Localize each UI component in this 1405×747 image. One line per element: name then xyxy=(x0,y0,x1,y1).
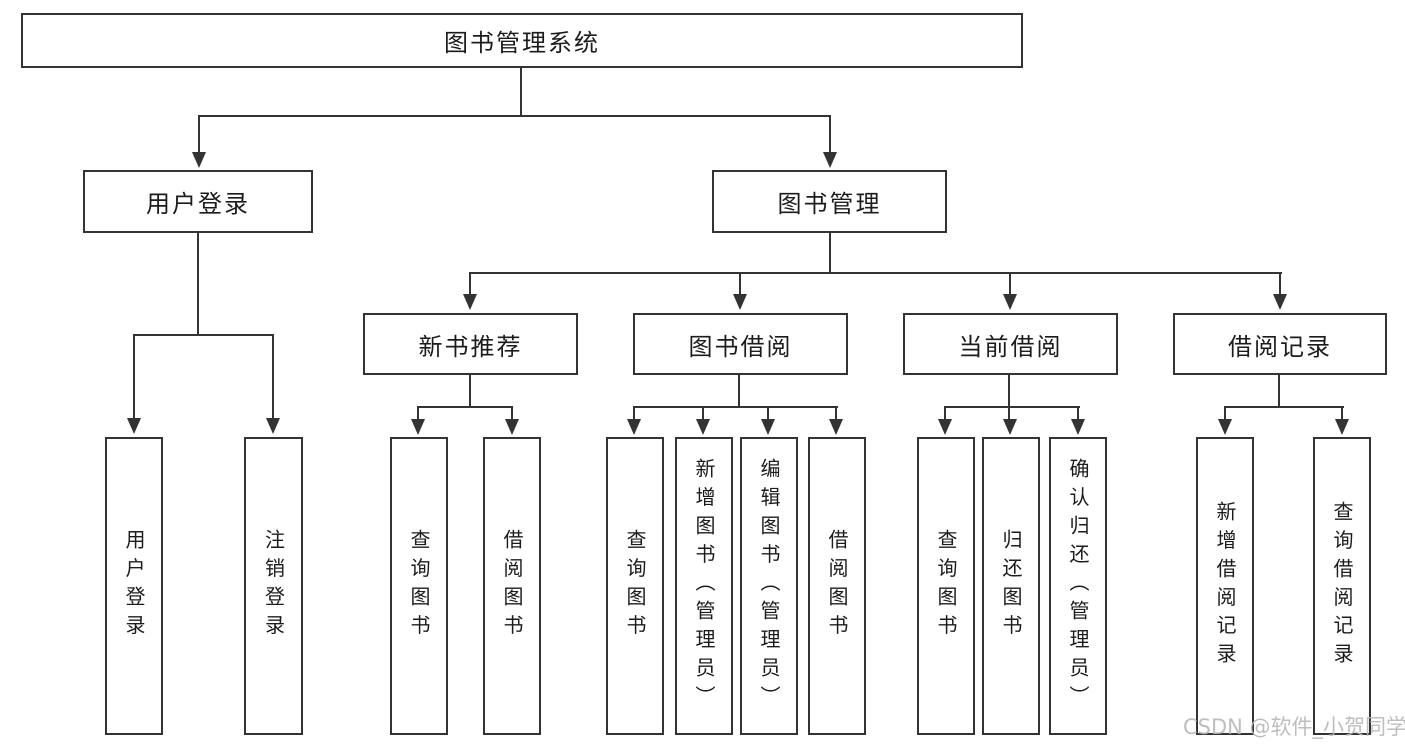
leaf-borrow-books-2: 借阅图书 xyxy=(808,437,866,735)
connector-line xyxy=(633,406,635,422)
connector-line xyxy=(835,406,837,422)
connector-line xyxy=(417,406,419,422)
arrow-down-icon xyxy=(1003,419,1017,435)
arrow-down-icon xyxy=(411,419,425,435)
node-label: 用户登录 xyxy=(146,190,250,218)
connector-line xyxy=(198,115,200,155)
connector-line xyxy=(1008,375,1010,407)
arrow-down-icon xyxy=(1273,294,1287,310)
node-label: 图书管理 xyxy=(777,190,882,218)
leaf-label: 查询图书 xyxy=(407,529,431,643)
leaf-borrow-books-1: 借阅图书 xyxy=(483,437,541,735)
connector-line xyxy=(633,406,838,408)
leaf-label: 编辑图书（管理员） xyxy=(757,458,781,714)
leaf-label: 确认归还（管理员） xyxy=(1066,458,1090,714)
leaf-label: 查询借阅记录 xyxy=(1330,500,1354,672)
leaf-label: 归还图书 xyxy=(999,529,1023,643)
connector-line xyxy=(469,272,471,298)
connector-line xyxy=(1224,406,1226,422)
leaf-query-borrow-record: 查询借阅记录 xyxy=(1313,437,1371,735)
connector-line xyxy=(197,233,199,336)
leaf-add-borrow-record: 新增借阅记录 xyxy=(1196,437,1254,735)
connector-line xyxy=(702,406,704,422)
node-new-book-recommend: 新书推荐 xyxy=(363,313,578,375)
connector-line xyxy=(520,68,522,116)
leaf-label: 查询图书 xyxy=(623,529,647,643)
arrow-down-icon xyxy=(1003,294,1017,310)
arrow-down-icon xyxy=(761,419,775,435)
connector-line xyxy=(767,406,769,422)
leaf-confirm-return-admin: 确认归还（管理员） xyxy=(1049,437,1107,735)
arrow-down-icon xyxy=(823,152,837,168)
node-borrow-records: 借阅记录 xyxy=(1173,313,1387,375)
node-label: 新书推荐 xyxy=(418,332,523,361)
csdn-watermark: CSDN @软件_小贺同学 xyxy=(1183,715,1405,739)
connector-line xyxy=(511,406,513,422)
connector-line xyxy=(417,406,513,408)
connector-line xyxy=(272,334,274,420)
arrow-down-icon xyxy=(192,152,206,168)
connector-line xyxy=(829,115,831,155)
connector-line xyxy=(1278,375,1280,407)
leaf-edit-book-admin: 编辑图书（管理员） xyxy=(740,437,798,735)
arrow-down-icon xyxy=(127,418,141,434)
node-label: 当前借阅 xyxy=(958,332,1063,361)
leaf-add-book-admin: 新增图书（管理员） xyxy=(675,437,733,735)
connector-line xyxy=(1077,406,1079,422)
node-current-borrow: 当前借阅 xyxy=(903,313,1118,375)
node-label: 借阅记录 xyxy=(1228,332,1332,361)
node-book-borrow: 图书借阅 xyxy=(633,313,848,375)
leaf-logout: 注销登录 xyxy=(244,437,303,735)
leaf-label: 注销登录 xyxy=(261,529,286,643)
leaf-query-books-1: 查询图书 xyxy=(390,437,448,735)
leaf-query-books-3: 查询图书 xyxy=(917,437,975,735)
arrow-down-icon xyxy=(1218,419,1232,435)
leaf-label: 查询图书 xyxy=(934,529,958,643)
arrow-down-icon xyxy=(1071,419,1085,435)
arrow-down-icon xyxy=(1335,419,1349,435)
connector-line xyxy=(738,375,740,407)
connector-line xyxy=(198,115,831,117)
arrow-down-icon xyxy=(733,294,747,310)
arrow-down-icon xyxy=(266,418,280,434)
node-root: 图书管理系统 xyxy=(21,13,1023,68)
leaf-label: 用户登录 xyxy=(122,529,146,643)
node-label: 图书借阅 xyxy=(688,332,793,361)
connector-line xyxy=(133,334,274,336)
connector-line xyxy=(1008,406,1010,422)
leaf-return-book: 归还图书 xyxy=(982,437,1040,735)
connector-line xyxy=(1009,272,1011,298)
node-book-management: 图书管理 xyxy=(712,170,947,233)
arrow-down-icon xyxy=(627,419,641,435)
leaf-label: 新增借阅记录 xyxy=(1213,500,1237,672)
connector-line xyxy=(739,272,741,298)
connector-line xyxy=(133,334,135,420)
connector-line xyxy=(469,375,471,407)
connector-line xyxy=(944,406,1080,408)
node-label: 图书管理系统 xyxy=(444,29,600,57)
connector-line xyxy=(1224,406,1344,408)
arrow-down-icon xyxy=(505,419,519,435)
arrow-down-icon xyxy=(463,294,477,310)
leaf-query-books-2: 查询图书 xyxy=(606,437,664,735)
connector-line xyxy=(469,272,1282,274)
arrow-down-icon xyxy=(938,419,952,435)
node-user-login: 用户登录 xyxy=(83,170,313,233)
leaf-label: 借阅图书 xyxy=(500,529,524,643)
connector-line xyxy=(829,233,831,274)
leaf-user-login: 用户登录 xyxy=(105,437,163,735)
arrow-down-icon xyxy=(696,419,710,435)
connector-line xyxy=(1279,272,1281,298)
connector-line xyxy=(944,406,946,422)
connector-line xyxy=(1341,406,1343,422)
leaf-label: 新增图书（管理员） xyxy=(692,458,716,714)
arrow-down-icon xyxy=(829,419,843,435)
leaf-label: 借阅图书 xyxy=(825,529,849,643)
